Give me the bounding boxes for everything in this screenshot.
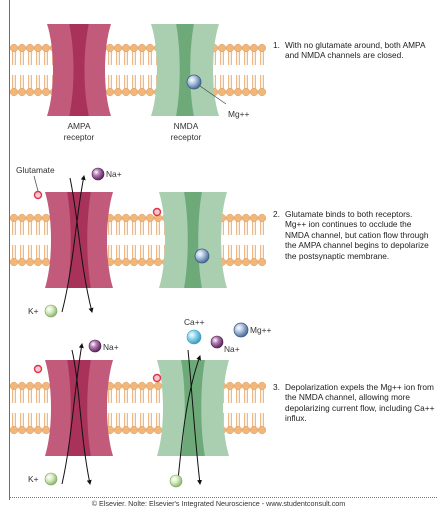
ampa-receptor bbox=[47, 24, 111, 116]
step-3-text: Depolarization expels the Mg++ ion from … bbox=[273, 382, 435, 424]
step-2-number: 2. bbox=[273, 209, 280, 219]
mg-ion bbox=[195, 249, 209, 263]
mg-label: Mg++ bbox=[228, 109, 250, 119]
na-ion-nmda bbox=[211, 336, 223, 348]
na-label: Na+ bbox=[106, 169, 122, 179]
glutamate-ampa bbox=[35, 192, 42, 199]
na-ion bbox=[92, 168, 104, 180]
k-ion bbox=[45, 305, 57, 317]
step-3-number: 3. bbox=[273, 382, 280, 392]
lipid-bilayer bbox=[10, 382, 266, 434]
panel-3: Na+ Ca++ Na+ Mg++ K+ bbox=[10, 317, 271, 487]
panel-1: Mg++ AMPA receptor NMDA receptor bbox=[10, 24, 266, 142]
glutamate-nmda bbox=[154, 209, 161, 216]
step-2-description: 2. Glutamate binds to both receptors. Mg… bbox=[273, 209, 435, 261]
ampa-label-line2: receptor bbox=[64, 132, 95, 142]
lipid-bilayer bbox=[10, 214, 266, 266]
step-2-text: Glutamate binds to both receptors. Mg++ … bbox=[273, 209, 435, 261]
nmda-receptor bbox=[151, 24, 219, 116]
step-1-number: 1. bbox=[273, 40, 280, 50]
step-1-description: 1. With no glutamate around, both AMPA a… bbox=[273, 40, 435, 61]
nmda-label-line2: receptor bbox=[171, 132, 202, 142]
mg-ion-expelled bbox=[234, 323, 248, 337]
na-label-ampa: Na+ bbox=[103, 342, 119, 352]
na-label-nmda: Na+ bbox=[224, 344, 240, 354]
k-label: K+ bbox=[28, 306, 39, 316]
k-ion-nmda bbox=[170, 475, 182, 487]
ampa-receptor-open bbox=[45, 360, 113, 456]
na-ion-ampa bbox=[89, 340, 101, 352]
ca-ion bbox=[187, 330, 201, 344]
glutamate-label: Glutamate bbox=[16, 165, 55, 175]
mg-ion bbox=[187, 75, 201, 89]
figure-frame-bottom bbox=[9, 497, 437, 498]
k-label: K+ bbox=[28, 474, 39, 484]
mg-label: Mg++ bbox=[250, 325, 272, 335]
step-3-description: 3. Depolarization expels the Mg++ ion fr… bbox=[273, 382, 435, 424]
k-ion-ampa bbox=[45, 473, 57, 485]
nmda-label-line1: NMDA bbox=[174, 121, 199, 131]
glutamate-ampa bbox=[35, 366, 42, 373]
ampa-label-line1: AMPA bbox=[67, 121, 91, 131]
glutamate-pointer bbox=[34, 176, 38, 191]
panel-2: Glutamate Na+ K+ bbox=[10, 165, 266, 317]
nmda-receptor-blocked bbox=[159, 192, 227, 288]
lipid-bilayer bbox=[10, 44, 266, 96]
glutamate-nmda bbox=[154, 375, 161, 382]
step-1-text: With no glutamate around, both AMPA and … bbox=[273, 40, 435, 61]
ca-label: Ca++ bbox=[184, 317, 205, 327]
